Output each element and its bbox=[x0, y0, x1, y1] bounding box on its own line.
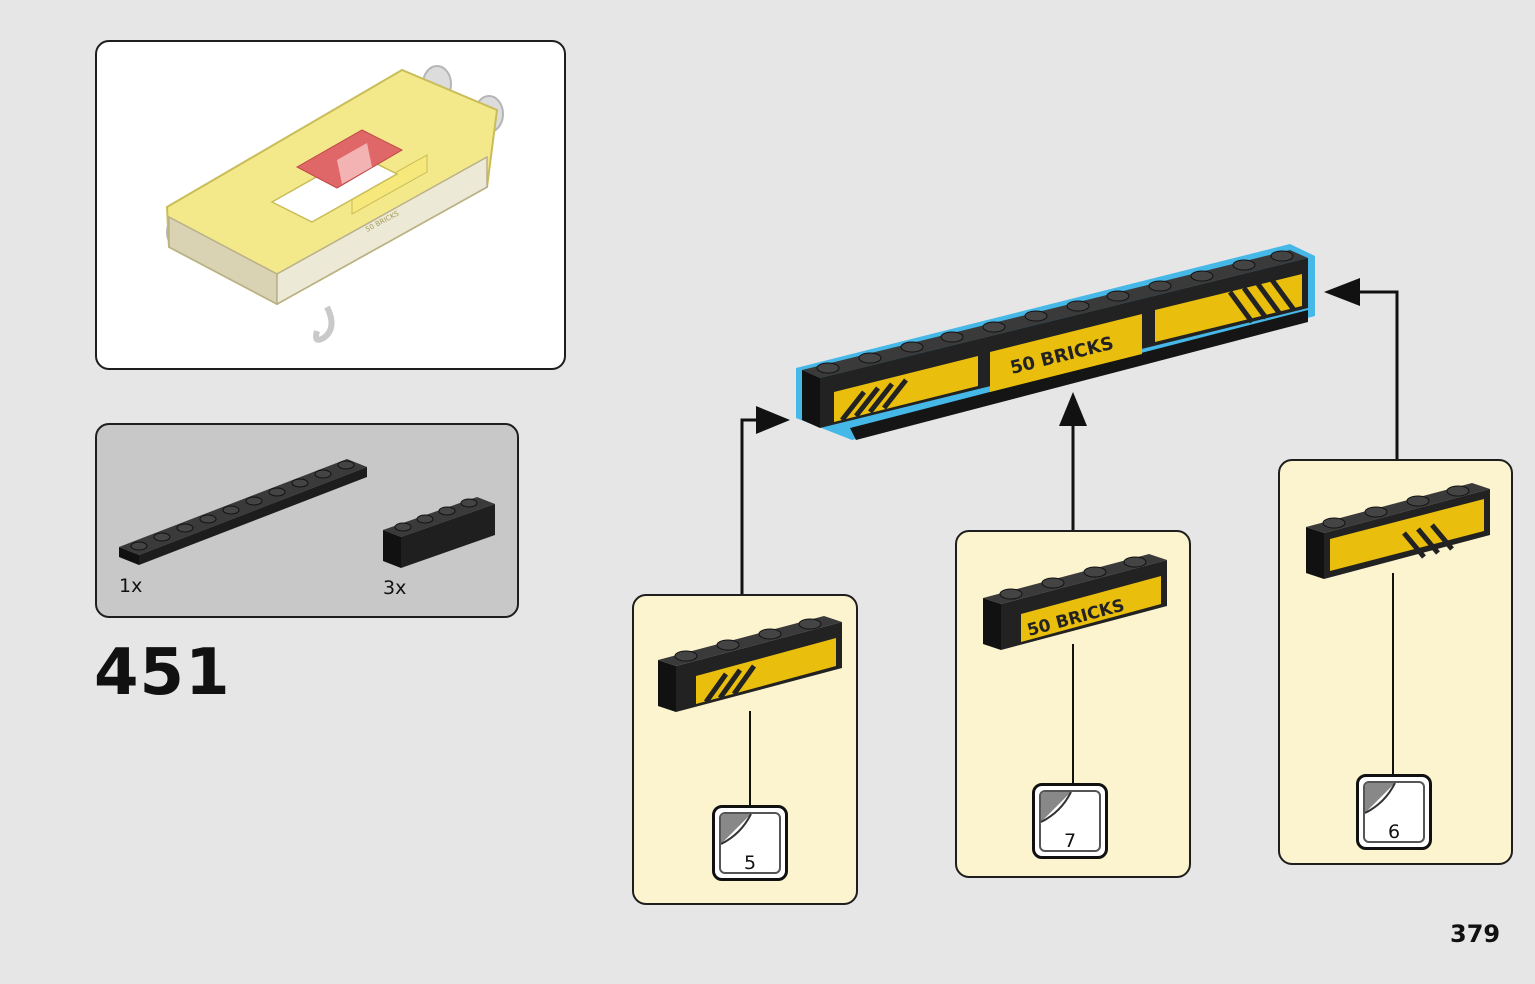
sticker-sheet-icon bbox=[1365, 783, 1396, 814]
sub-assembly-middle: 50 BRICKS 7 bbox=[955, 530, 1191, 878]
model-overview-panel: 50 BRICKS bbox=[95, 40, 566, 370]
arrow-middle bbox=[1059, 392, 1087, 530]
sticker-5-box: 5 bbox=[712, 805, 788, 881]
sticker-6-box: 6 bbox=[1356, 774, 1432, 850]
arrow-left bbox=[740, 406, 790, 594]
parts-list-panel: 1x 3x bbox=[95, 423, 519, 618]
sticker-number: 7 bbox=[1063, 830, 1077, 852]
sticker-sheet-icon bbox=[1041, 792, 1072, 823]
sticker-sheet-icon bbox=[721, 814, 752, 845]
brick-with-stripes-right bbox=[1306, 483, 1490, 777]
model-overview-image: 50 BRICKS bbox=[165, 65, 504, 343]
parts-list-image bbox=[119, 459, 495, 568]
page-number: 379 bbox=[1450, 920, 1501, 948]
brick-with-stripes-left bbox=[658, 616, 842, 806]
step-number: 451 bbox=[94, 636, 231, 710]
arrow-right bbox=[1324, 278, 1399, 459]
brick-quantity: 3x bbox=[383, 577, 407, 599]
sub-assembly-left: 5 bbox=[632, 594, 858, 905]
sticker-7-box: 7 bbox=[1032, 783, 1108, 859]
sub-assembly-right: 6 bbox=[1278, 459, 1513, 865]
sticker-number: 5 bbox=[743, 852, 757, 874]
brick-50-bricks-middle: 50 BRICKS bbox=[983, 554, 1167, 784]
sticker-number: 6 bbox=[1387, 821, 1401, 843]
plate-quantity: 1x bbox=[119, 575, 143, 597]
